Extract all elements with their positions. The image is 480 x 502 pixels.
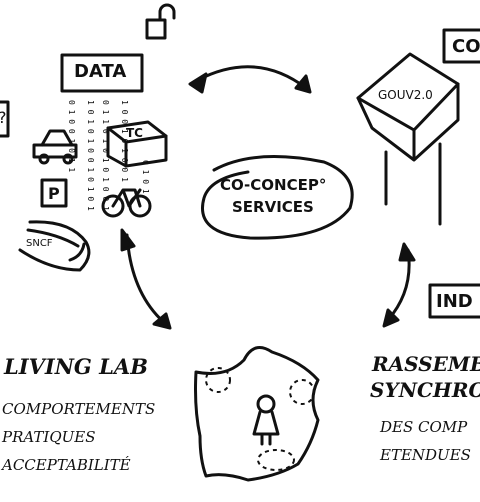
- car-icon: [32, 129, 78, 165]
- bicycle-icon: [101, 188, 152, 218]
- arrow-left: [120, 228, 172, 330]
- france-map: [194, 346, 320, 482]
- arrow-top: [188, 65, 312, 94]
- center-line-1: CO-CONCEP°: [220, 176, 327, 194]
- left-edge-box-label: ?: [0, 108, 7, 127]
- binary-stream-4: 1 0 0 1 0 1 0 0 1: [120, 100, 129, 182]
- top-right-box-label: CO: [452, 36, 480, 57]
- parking-box: [40, 178, 68, 208]
- train-icon: [18, 220, 91, 272]
- left-edge-box: [0, 100, 10, 138]
- data-box: [60, 53, 144, 93]
- rassemb-title: RASSEMB: [372, 352, 480, 376]
- synchro-title: SYNCHRO: [370, 378, 480, 402]
- rassemb-line-2: ETENDUES: [380, 446, 471, 464]
- living-lab-line-2: PRATIQUES: [2, 428, 96, 446]
- rassemb-line-1: DES COMP: [380, 418, 468, 436]
- binary-stream-3: 0 1 1 0 1 0 1 0 1 0 0 1: [101, 100, 110, 211]
- living-lab-line-3: ACCEPTABILITÉ: [2, 456, 131, 474]
- data-label: DATA: [74, 61, 127, 82]
- arrow-right: [382, 242, 416, 328]
- region-circle-west: [205, 367, 231, 393]
- sncf-label: SNCF: [26, 238, 53, 249]
- top-right-box: [442, 28, 480, 64]
- gouv-label: GOUV2.0: [378, 88, 433, 102]
- tc-cube-icon: [106, 120, 168, 168]
- parking-label: P: [48, 184, 60, 203]
- tc-label: TC: [126, 126, 143, 140]
- binary-stream-1: 0 1 0 0 1 0 1 1: [67, 100, 76, 172]
- ind-box-label: IND: [436, 291, 473, 312]
- region-circle-south: [257, 449, 295, 471]
- person-icon: [252, 394, 280, 446]
- gouv-cube-icon: [356, 52, 460, 226]
- living-lab-title: LIVING LAB: [4, 354, 148, 379]
- binary-stream-2: 1 0 1 0 1 0 0 1 0 1 0 1: [86, 100, 95, 211]
- region-circle-east: [289, 379, 315, 405]
- center-loop: [201, 155, 354, 240]
- binary-stream-5: 0 1 0 1: [141, 160, 150, 194]
- center-line-2: SERVICES: [232, 198, 314, 216]
- ind-box: [428, 283, 480, 319]
- living-lab-line-1: COMPORTEMENTS: [2, 400, 156, 418]
- padlock-icon: [145, 3, 176, 40]
